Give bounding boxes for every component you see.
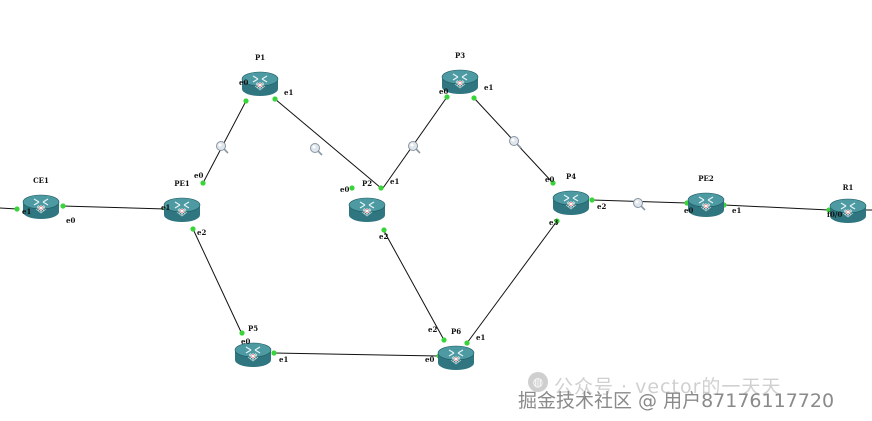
link-p5-p6[interactable] <box>273 352 440 357</box>
link-ce1-left[interactable] <box>0 207 18 210</box>
router-pe2[interactable]: PE2 <box>687 174 725 218</box>
port-dot[interactable] <box>444 94 450 100</box>
port-dot[interactable] <box>554 218 560 224</box>
interface-label: e2 <box>197 228 206 237</box>
interface-label: e0 <box>241 337 250 346</box>
router-icon <box>348 197 386 223</box>
interface-label: e1 <box>476 333 485 342</box>
port-dot[interactable] <box>200 180 206 186</box>
capture-magnifier-icon[interactable] <box>508 135 522 149</box>
port-dot[interactable] <box>190 226 196 232</box>
interface-label: e2 <box>597 202 606 211</box>
router-icon <box>234 342 272 368</box>
router-label: PE2 <box>698 174 714 183</box>
router-label: P2 <box>362 179 372 188</box>
routers-layer: CE1 PE1 P1 P2 P3 P4 P5 P6 <box>22 51 867 371</box>
router-r1[interactable]: R1 <box>829 183 867 224</box>
router-label: P6 <box>451 327 461 336</box>
router-label: P1 <box>255 53 265 62</box>
port-dot[interactable] <box>464 340 470 346</box>
port-dot[interactable] <box>381 227 387 233</box>
port-dot[interactable] <box>243 98 249 104</box>
interface-label: f0/0 <box>827 210 842 219</box>
router-label: P4 <box>566 172 576 181</box>
router-label: CE1 <box>33 176 49 185</box>
port-dot[interactable] <box>349 185 355 191</box>
port-dot[interactable] <box>272 96 278 102</box>
port-dot[interactable] <box>441 337 447 343</box>
router-icon <box>552 190 590 216</box>
router-ce1[interactable]: CE1 <box>22 176 60 220</box>
interface-label: e0 <box>194 171 203 180</box>
interface-label: e1 <box>161 203 170 212</box>
interface-label: e1 <box>279 355 288 364</box>
router-p2[interactable]: P2 <box>348 179 386 223</box>
router-pe1[interactable]: PE1 <box>163 179 201 223</box>
interface-label: e0 <box>684 206 693 215</box>
interface-label: e1 <box>484 83 493 92</box>
port-dot[interactable] <box>271 350 277 356</box>
watermark-line1: 公众号 · vector的一天天 <box>554 376 782 398</box>
interface-label: e0 <box>425 355 434 364</box>
interface-label: e1 <box>284 88 293 97</box>
link-pe1-p5[interactable] <box>192 228 243 335</box>
router-p5[interactable]: P5 <box>234 324 272 368</box>
interface-label: e2 <box>379 232 388 241</box>
interface-labels-layer: e1 e0 e1 e0 e2 e0 e1 e0 e1 e2 e0 e1 e0 e… <box>22 78 842 364</box>
port-dot[interactable] <box>14 206 20 212</box>
interface-label: e0 <box>439 87 448 96</box>
capture-magnifier-icon[interactable] <box>407 140 421 154</box>
router-p6[interactable]: P6 <box>437 327 475 371</box>
port-dot[interactable] <box>471 95 477 101</box>
interface-label: e1 <box>390 177 399 186</box>
interface-label: e1 <box>22 207 31 216</box>
capture-magnifier-icon[interactable] <box>632 197 646 211</box>
router-label: P3 <box>455 51 465 60</box>
link-ce1-pe1[interactable] <box>61 205 167 210</box>
router-icon <box>687 192 725 218</box>
router-icon <box>437 345 475 371</box>
links-layer <box>0 96 872 357</box>
port-dot[interactable] <box>378 185 384 191</box>
router-p3[interactable]: P3 <box>441 51 479 95</box>
router-p1[interactable]: P1 <box>241 53 279 97</box>
interface-label: e3 <box>549 218 558 227</box>
interface-label: e1 <box>732 206 741 215</box>
link-p1-p2[interactable] <box>274 98 382 189</box>
link-pe1-p1[interactable] <box>202 100 247 184</box>
interface-label: e0 <box>340 185 349 194</box>
port-dot[interactable] <box>550 180 556 186</box>
wechat-logo-icon: ◍ <box>528 372 548 392</box>
router-label: R1 <box>843 183 854 192</box>
interface-label: e0 <box>239 78 248 87</box>
router-label: P5 <box>248 324 258 333</box>
router-label: PE1 <box>174 179 190 188</box>
interface-label: e2 <box>428 325 437 334</box>
port-dot[interactable] <box>60 203 66 209</box>
router-p4[interactable]: P4 <box>552 172 590 216</box>
endpoints-layer <box>14 94 832 359</box>
capture-magnifier-icon[interactable] <box>215 140 229 154</box>
link-p2-p6[interactable] <box>383 230 445 341</box>
watermark-line2: 掘金技术社区 @ 用户8717611772​0 <box>518 390 835 412</box>
link-pe2-r1[interactable] <box>723 204 830 211</box>
port-dot[interactable] <box>239 330 245 336</box>
interface-label: e0 <box>545 175 554 184</box>
port-dot[interactable] <box>589 197 595 203</box>
interface-label: e0 <box>66 216 75 225</box>
link-p4-p6[interactable] <box>466 220 558 344</box>
capture-magnifier-icon[interactable] <box>309 142 323 156</box>
